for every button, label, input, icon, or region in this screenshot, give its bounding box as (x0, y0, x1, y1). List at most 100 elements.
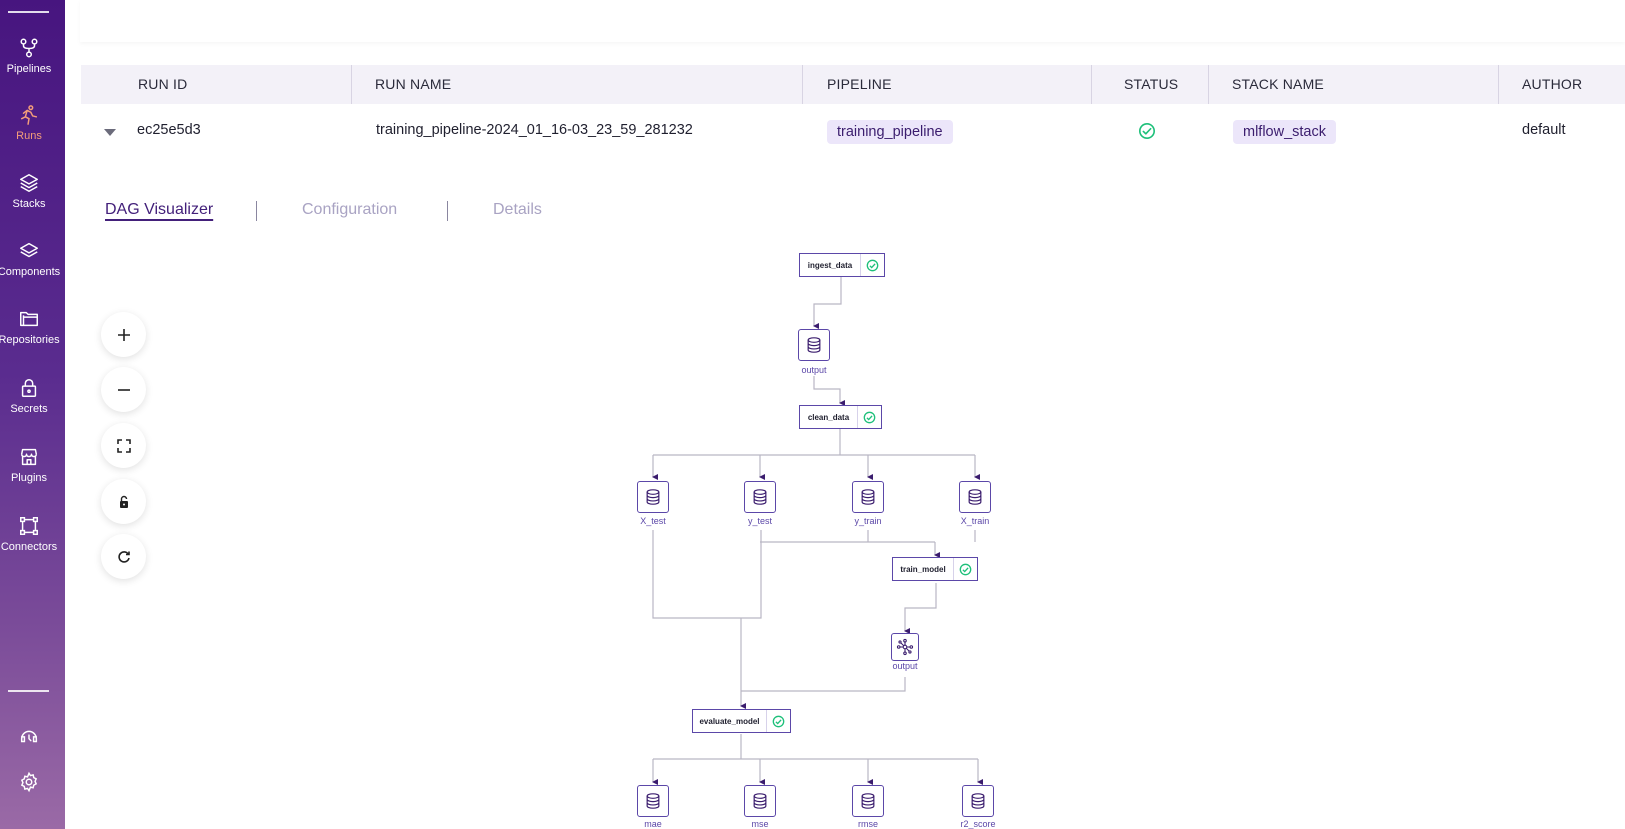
artifact-label: y_train (854, 516, 882, 526)
refresh-button[interactable] (101, 534, 146, 579)
database-icon (968, 489, 982, 505)
stack-name-tag[interactable]: mlflow_stack (1233, 120, 1336, 144)
dag-step-clean-data[interactable]: clean_data (799, 405, 882, 429)
plugins-icon (20, 448, 38, 466)
tab-divider (447, 201, 448, 221)
artifact-label: rmse (858, 819, 878, 829)
column-header-run-id[interactable]: RUN ID (138, 76, 188, 92)
artifact-label: y_test (747, 516, 772, 526)
artifact-label: mse (751, 819, 769, 829)
dag-artifact-y-train[interactable] (852, 481, 884, 513)
sidebar-item-label: Plugins (10, 472, 48, 484)
sidebar: Pipelines Runs Stacks Components Reposit… (0, 0, 65, 829)
fit-view-icon (116, 438, 131, 453)
support-icon[interactable] (18, 725, 40, 747)
runs-table-header: RUN ID RUN NAME PIPELINE STATUS STACK NA… (81, 65, 1625, 104)
run-id-cell[interactable]: ec25e5d3 (137, 122, 201, 138)
sidebar-item-repositories[interactable]: Repositories (0, 308, 60, 346)
sidebar-item-stacks[interactable]: Stacks (0, 172, 58, 210)
column-header-run-name[interactable]: RUN NAME (375, 76, 452, 92)
database-icon (646, 793, 660, 809)
sidebar-item-runs[interactable]: Runs (0, 104, 58, 142)
step-label: train_model (900, 564, 946, 574)
column-divider (1091, 65, 1092, 104)
dag-artifact-mae[interactable] (637, 785, 669, 817)
artifact-label: r2_score (960, 819, 996, 829)
database-icon (971, 793, 985, 809)
column-header-stack-name[interactable]: STACK NAME (1232, 76, 1324, 92)
zoom-out-icon (117, 388, 130, 391)
stacks-icon (20, 174, 38, 192)
step-label: clean_data (807, 412, 850, 422)
tab-divider (256, 201, 257, 221)
column-divider (802, 65, 803, 104)
tab-dag-visualizer[interactable]: DAG Visualizer (105, 201, 214, 218)
sidebar-item-label: Connectors (0, 541, 58, 553)
tab-configuration[interactable]: Configuration (302, 201, 398, 218)
zoom-in-icon (117, 328, 130, 341)
artifact-label: X_test (640, 516, 666, 526)
sidebar-item-plugins[interactable]: Plugins (0, 446, 58, 484)
lock-button[interactable] (101, 479, 146, 524)
fit-view-button[interactable] (101, 423, 146, 468)
secrets-icon (21, 379, 37, 397)
database-icon (807, 337, 821, 353)
step-success-icon (860, 254, 884, 276)
status-completed-icon (1138, 122, 1156, 140)
dag-artifact-model-output[interactable] (891, 633, 919, 661)
database-icon (753, 793, 767, 809)
artifact-label: mae (644, 819, 662, 829)
sidebar-item-components[interactable]: Components (0, 240, 61, 278)
sidebar-item-label: Repositories (0, 334, 60, 346)
database-icon (861, 793, 875, 809)
column-divider (351, 65, 352, 104)
dag-artifact-x-test[interactable] (637, 481, 669, 513)
step-label: ingest_data (807, 260, 853, 270)
sidebar-item-secrets[interactable]: Secrets (0, 377, 58, 415)
sidebar-item-label: Stacks (12, 198, 46, 210)
dag-artifact-r2-score[interactable] (962, 785, 994, 817)
sidebar-divider-bottom (8, 690, 49, 692)
dag-artifact-ingest-output[interactable] (798, 329, 830, 361)
column-header-status[interactable]: STATUS (1124, 76, 1179, 92)
dag-artifact-rmse[interactable] (852, 785, 884, 817)
dag-artifact-y-test[interactable] (744, 481, 776, 513)
expand-row-caret-icon[interactable] (104, 129, 116, 136)
sidebar-item-label: Secrets (10, 403, 48, 415)
author-cell: default (1522, 122, 1566, 138)
refresh-icon (117, 550, 130, 563)
step-success-icon (857, 406, 881, 428)
database-icon (753, 489, 767, 505)
lock-icon (119, 495, 128, 508)
pipeline-tag[interactable]: training_pipeline (827, 120, 953, 144)
model-network-icon (896, 638, 914, 656)
sidebar-item-connectors[interactable]: Connectors (0, 515, 58, 553)
dag-step-ingest-data[interactable]: ingest_data (799, 253, 885, 277)
artifact-label: output (801, 365, 827, 375)
dag-artifact-x-train[interactable] (959, 481, 991, 513)
run-name-cell[interactable]: training_pipeline-2024_01_16-03_23_59_28… (376, 122, 693, 138)
runs-icon (20, 105, 38, 125)
column-divider (1498, 65, 1499, 104)
artifact-label: output (892, 661, 918, 671)
sidebar-divider-top (8, 11, 49, 13)
repositories-icon (20, 311, 38, 327)
artifact-label: X_train (960, 516, 990, 526)
sidebar-item-label: Components (0, 266, 61, 278)
sidebar-item-label: Pipelines (6, 63, 52, 75)
zoom-out-button[interactable] (101, 367, 146, 412)
step-label: evaluate_model (699, 716, 760, 726)
zoom-in-button[interactable] (101, 312, 146, 357)
column-header-pipeline[interactable]: PIPELINE (827, 76, 892, 92)
dag-step-train-model[interactable]: train_model (892, 557, 978, 581)
settings-icon[interactable] (18, 771, 40, 793)
column-header-author[interactable]: AUTHOR (1522, 76, 1583, 92)
database-icon (861, 489, 875, 505)
dag-step-evaluate-model[interactable]: evaluate_model (692, 709, 791, 733)
tab-details[interactable]: Details (493, 201, 542, 218)
sidebar-item-pipelines[interactable]: Pipelines (0, 37, 58, 75)
top-card (80, 0, 1625, 42)
dag-artifact-mse[interactable] (744, 785, 776, 817)
column-divider (1208, 65, 1209, 104)
